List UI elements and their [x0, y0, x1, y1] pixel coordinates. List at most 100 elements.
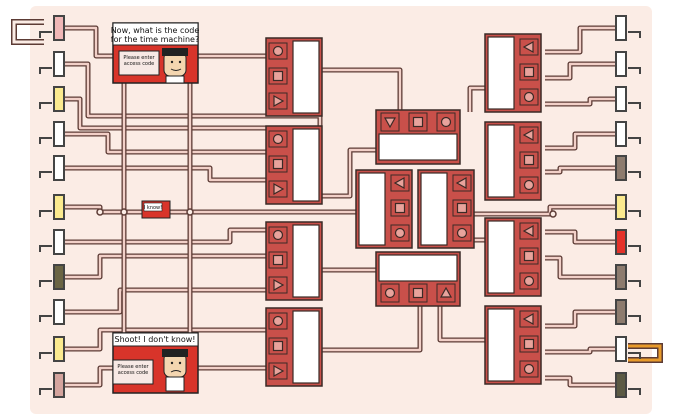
chip-right-4	[484, 305, 542, 385]
triangle-right-icon	[273, 278, 285, 292]
bottom-screen-line-2: access code	[118, 370, 149, 376]
bottom-comic-panel: Shoot! I don't know! Please enter access…	[112, 332, 199, 394]
right-switch-4[interactable]	[615, 121, 641, 147]
bottom-keypad-screen	[112, 359, 154, 385]
chip-left-1	[265, 37, 323, 117]
triangle-down-icon	[383, 117, 397, 129]
square-icon	[412, 116, 424, 128]
circle-icon	[523, 179, 535, 191]
left-switch-9[interactable]	[39, 299, 65, 325]
chip-right-2-display	[487, 124, 515, 198]
small-comic-panel: I know!	[141, 200, 171, 219]
chip-left-3-display	[292, 224, 320, 298]
right-switch-6[interactable]	[615, 194, 641, 220]
chip-right-3-display	[487, 220, 515, 294]
left-switch-8[interactable]	[39, 264, 65, 290]
triangle-up-icon	[439, 286, 453, 298]
chip-left-2-display	[292, 128, 320, 202]
junction-dot	[96, 208, 104, 216]
square-icon	[523, 154, 535, 166]
left-switch-4[interactable]	[39, 121, 65, 147]
chip-center-bottom	[375, 251, 461, 307]
circle-icon	[440, 116, 452, 128]
left-switch-5[interactable]	[39, 155, 65, 181]
right-switch-11[interactable]	[615, 372, 641, 398]
chip-center-left	[355, 169, 413, 249]
top-speech-line-1: Now, what is the code	[111, 26, 200, 35]
circle-icon	[272, 133, 284, 145]
right-switch-9[interactable]	[615, 299, 641, 325]
circle-icon	[523, 275, 535, 287]
top-speech-line-2: for the time machine?	[111, 35, 199, 44]
circle-icon	[523, 91, 535, 103]
circle-icon	[394, 227, 406, 239]
chip-center-top	[375, 109, 461, 165]
square-icon	[272, 158, 284, 170]
left-switch-10[interactable]	[39, 336, 65, 362]
top-keypad-screen	[118, 50, 160, 76]
right-switch-5[interactable]	[615, 155, 641, 181]
triangle-left-icon	[522, 128, 534, 142]
left-switch-3[interactable]	[39, 86, 65, 112]
right-switch-10[interactable]	[615, 336, 641, 362]
chips-layer	[265, 33, 542, 387]
triangle-left-icon	[522, 224, 534, 238]
junction-dot	[186, 208, 194, 216]
circle-icon	[272, 45, 284, 57]
chip-left-3	[265, 221, 323, 301]
junction-dot	[120, 208, 128, 216]
circle-icon	[272, 229, 284, 241]
triangle-right-icon	[273, 94, 285, 108]
chip-right-1	[484, 33, 542, 113]
square-icon	[523, 338, 535, 350]
left-switch-7[interactable]	[39, 229, 65, 255]
circle-icon	[523, 363, 535, 375]
chip-center-right	[417, 169, 475, 249]
small-speech: I know!	[144, 205, 162, 211]
circle-icon	[456, 227, 468, 239]
square-icon	[456, 202, 468, 214]
chip-center-left-display	[358, 172, 386, 246]
square-icon	[412, 287, 424, 299]
right-switch-1[interactable]	[615, 15, 641, 41]
chip-center-bottom-display	[378, 254, 458, 282]
right-switch-8[interactable]	[615, 264, 641, 290]
right-switch-3[interactable]	[615, 86, 641, 112]
character-top-icon	[162, 48, 188, 84]
chip-right-1-display	[487, 36, 515, 110]
left-switch-6[interactable]	[39, 194, 65, 220]
square-icon	[272, 254, 284, 266]
circle-icon	[384, 287, 396, 299]
left-switch-2[interactable]	[39, 51, 65, 77]
right-switch-2[interactable]	[615, 51, 641, 77]
chip-left-1-display	[292, 40, 320, 114]
square-icon	[272, 340, 284, 352]
chip-right-4-display	[487, 308, 515, 382]
left-switch-1[interactable]	[39, 15, 65, 41]
triangle-left-icon	[455, 176, 467, 190]
bottom-screen-line-1: Please enter	[117, 364, 149, 370]
triangle-left-icon	[522, 40, 534, 54]
top-screen-line-2: access code	[124, 61, 155, 67]
chip-right-2	[484, 121, 542, 201]
square-icon	[394, 202, 406, 214]
triangle-right-icon	[273, 364, 285, 378]
top-speech-bubble	[112, 22, 199, 46]
left-switch-11[interactable]	[39, 372, 65, 398]
circle-icon	[272, 315, 284, 327]
triangle-left-icon	[393, 176, 405, 190]
chip-left-4-display	[292, 310, 320, 384]
chip-left-2	[265, 125, 323, 205]
square-icon	[523, 66, 535, 78]
square-icon	[523, 250, 535, 262]
chip-left-4	[265, 307, 323, 387]
right-switch-7[interactable]	[615, 229, 641, 255]
triangle-left-icon	[522, 312, 534, 326]
chip-center-right-display	[420, 172, 448, 246]
chip-right-3	[484, 217, 542, 297]
switches-layer	[39, 15, 641, 398]
top-screen-line-1: Please enter	[123, 55, 155, 61]
bottom-speech: Shoot! I don't know!	[115, 335, 196, 344]
character-bottom-icon	[162, 349, 188, 392]
